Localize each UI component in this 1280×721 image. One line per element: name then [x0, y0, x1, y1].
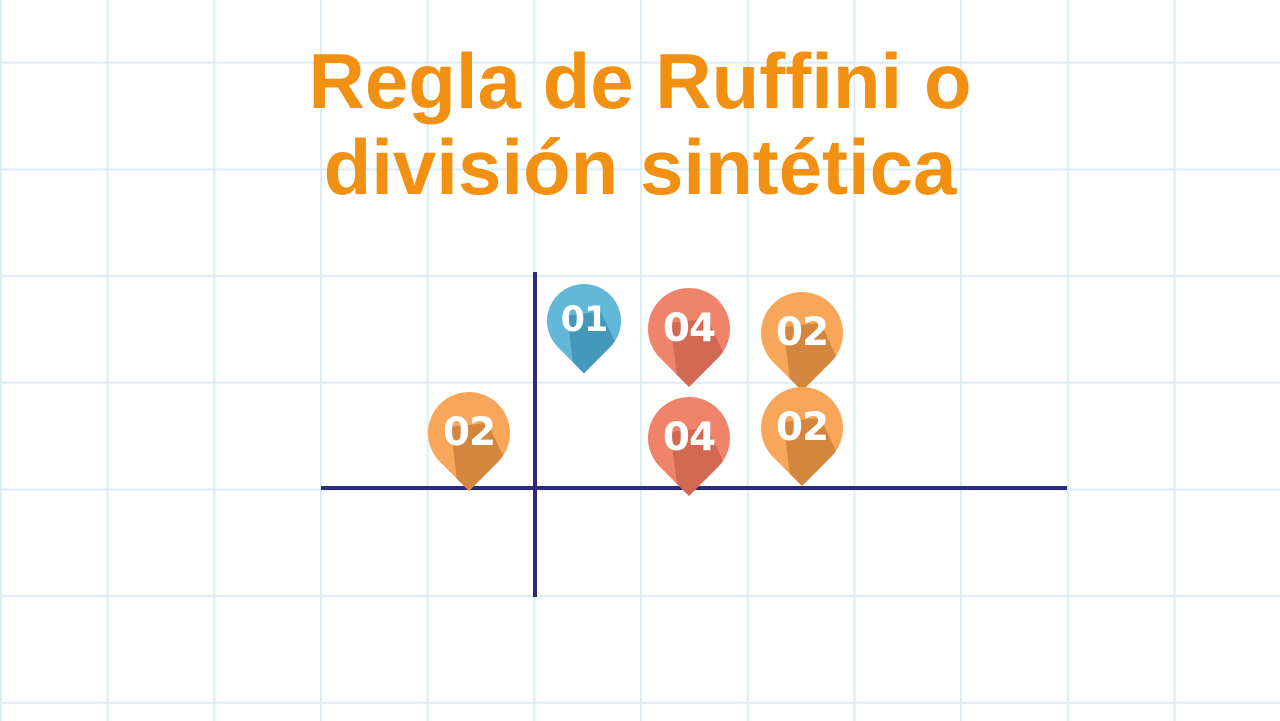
pin-marker-icon — [648, 287, 730, 387]
slide-title-line-1: Regla de Ruffini o — [308, 37, 972, 125]
pin-label: 04 — [662, 305, 716, 351]
map-pin-04-bottom: 04 — [648, 396, 730, 498]
map-pin-02-top: 02 — [761, 291, 843, 393]
map-pin-04-top: 04 — [648, 287, 730, 389]
map-pin-02-left: 02 — [428, 391, 510, 493]
map-pin-02-bottom: 02 — [761, 386, 843, 488]
pin-marker-icon — [428, 391, 510, 491]
pin-label: 02 — [775, 404, 829, 450]
pin-label: 02 — [442, 409, 496, 455]
pin-label: 01 — [560, 299, 609, 340]
slide-title: Regla de Ruffini o división sintética — [0, 38, 1280, 210]
pin-marker-icon — [761, 386, 843, 486]
pin-marker-icon — [648, 396, 730, 496]
pin-label: 04 — [662, 414, 716, 460]
pin-marker-icon — [547, 283, 621, 374]
pin-label: 02 — [775, 309, 829, 355]
slide-title-line-2: división sintética — [323, 123, 957, 211]
ruffini-vertical-line — [533, 272, 537, 597]
map-pin-01: 01 — [547, 283, 621, 375]
